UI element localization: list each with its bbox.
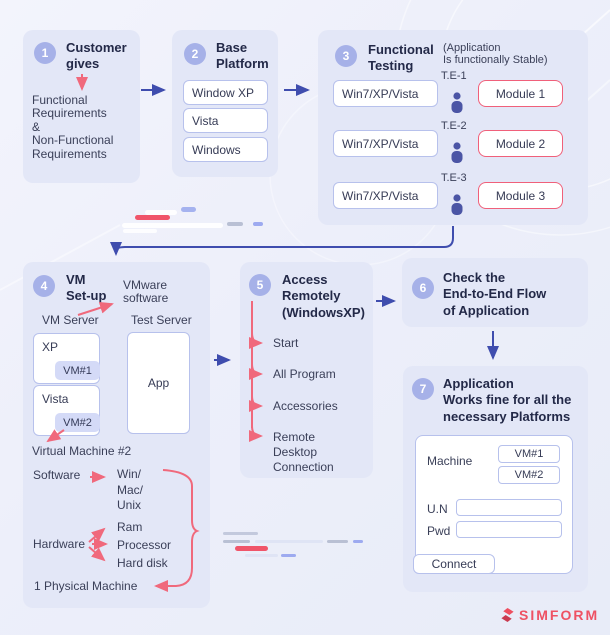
step4-number: 4 bbox=[33, 275, 55, 297]
step3-title: Functional Testing bbox=[368, 42, 434, 74]
virtual-machine-label: Virtual Machine #2 bbox=[32, 444, 132, 458]
step2-title: Base Platform bbox=[216, 40, 269, 72]
tester-label: T.E-1 bbox=[441, 70, 467, 82]
password-label: Pwd bbox=[427, 524, 451, 538]
password-field bbox=[456, 521, 562, 538]
step7-title: Application Works fine for all the neces… bbox=[443, 376, 572, 424]
step1-title: Customer gives bbox=[66, 40, 127, 72]
simform-logo: SIMFORM bbox=[500, 607, 599, 623]
tester-label: T.E-2 bbox=[441, 120, 467, 132]
step5-number: 5 bbox=[249, 274, 271, 296]
vm1-badge: VM#1 bbox=[55, 361, 100, 380]
platform-item-windows: Windows bbox=[183, 137, 268, 162]
step1-number: 1 bbox=[34, 42, 56, 64]
simform-logo-text: SIMFORM bbox=[519, 607, 600, 623]
step3-number: 3 bbox=[335, 45, 357, 67]
hardware-label: Hardware bbox=[33, 537, 86, 551]
test-platform-box: Win7/XP/Vista bbox=[333, 130, 438, 157]
step3-note: (Application Is functionally Stable) bbox=[443, 42, 548, 67]
platform-item-windowxp: Window XP bbox=[183, 80, 268, 105]
step5-title: Access Remotely (WindowsXP) bbox=[282, 272, 365, 320]
connect-button: Connect bbox=[413, 554, 495, 574]
vmware-software-label: VMware software bbox=[123, 278, 169, 306]
step6-number: 6 bbox=[412, 277, 434, 299]
software-os-list: Win/ Mac/ Unix bbox=[117, 467, 144, 513]
username-label: U.N bbox=[427, 502, 448, 516]
test-platform-box: Win7/XP/Vista bbox=[333, 182, 438, 209]
platform-item-vista: Vista bbox=[183, 108, 268, 133]
step4-title: VM Set-up bbox=[66, 272, 107, 304]
hardware-processor: Processor bbox=[117, 538, 172, 552]
module-box: Module 2 bbox=[478, 130, 563, 157]
menu-item-remote-desktop: Remote Desktop Connection bbox=[273, 430, 334, 474]
menu-item-accessories: Accessories bbox=[273, 399, 338, 413]
machine-vm2-option: VM#2 bbox=[498, 466, 560, 484]
step7-number: 7 bbox=[412, 378, 434, 400]
module-box: Module 3 bbox=[478, 182, 563, 209]
software-label: Software bbox=[33, 468, 81, 482]
machine-vm1-option: VM#1 bbox=[498, 445, 560, 463]
physical-machine-label: 1 Physical Machine bbox=[34, 579, 138, 593]
step6-title: Check the End-to-End Flow of Application bbox=[443, 270, 547, 318]
test-server-label: Test Server bbox=[131, 313, 192, 327]
vm-server-label: VM Server bbox=[42, 313, 99, 327]
machine-label: Machine bbox=[427, 454, 473, 468]
hardware-disk: Hard disk bbox=[117, 556, 168, 570]
simform-logo-icon bbox=[501, 607, 514, 623]
step2-number: 2 bbox=[184, 43, 206, 65]
menu-item-all-program: All Program bbox=[273, 367, 336, 381]
username-field bbox=[456, 499, 562, 516]
test-server-app-box: App bbox=[127, 332, 190, 434]
module-box: Module 1 bbox=[478, 80, 563, 107]
step1-body: Functional Requirements & Non-Functional… bbox=[32, 93, 114, 161]
tester-label: T.E-3 bbox=[441, 172, 467, 184]
vm2-badge: VM#2 bbox=[55, 413, 100, 432]
hardware-ram: Ram bbox=[117, 520, 143, 534]
menu-item-start: Start bbox=[273, 336, 299, 350]
test-platform-box: Win7/XP/Vista bbox=[333, 80, 438, 107]
